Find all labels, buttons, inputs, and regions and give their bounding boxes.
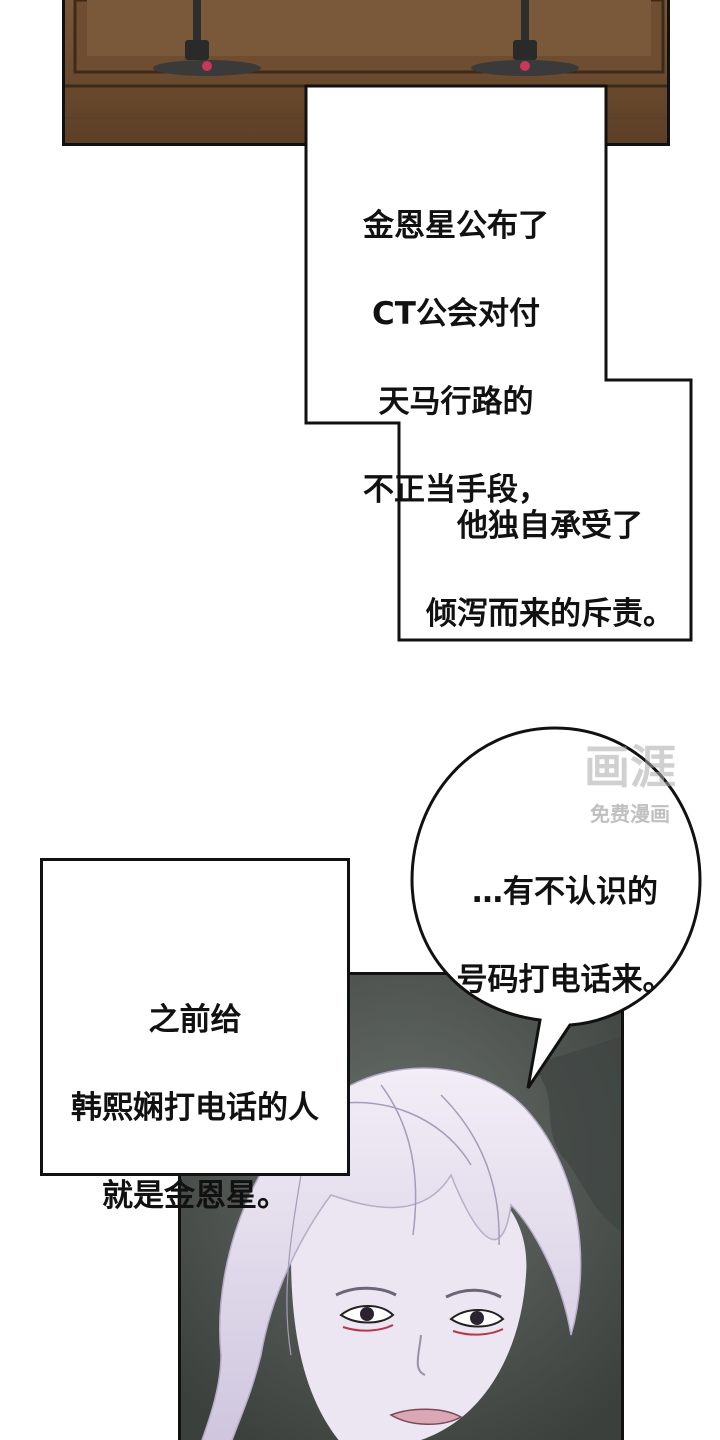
speech-bubble-line-1: …有不认识的	[472, 874, 658, 911]
caption-1-line-2: CT公会对付	[372, 296, 540, 333]
watermark-logo: 画涯	[584, 740, 676, 794]
mouth	[389, 1408, 463, 1425]
mic-stand-left	[153, 0, 261, 76]
caption-2-line-2: 倾泻而来的斥责。	[426, 596, 674, 633]
right-eye	[449, 1309, 505, 1336]
watermark-subtitle: 免费漫画	[590, 802, 670, 826]
watermark: 画涯 免费漫画	[560, 744, 700, 827]
caption-2-line-1: 他独自承受了	[457, 508, 643, 545]
speech-bubble-line-2: 号码打电话来。	[456, 962, 674, 999]
caption-3-line-2: 韩熙娴打电话的人	[71, 1090, 319, 1127]
caption-2: 他独自承受了 倾泻而来的斥责。	[410, 460, 690, 680]
mic-stand-right	[471, 0, 579, 76]
caption-1-line-3: 天马行路的	[378, 384, 534, 421]
left-eye	[339, 1305, 395, 1332]
caption-1-line-1: 金恩星公布了	[363, 208, 549, 245]
caption-1-line-4: 不正当手段，	[363, 472, 549, 509]
caption-3-line-1: 之前给	[148, 1002, 242, 1039]
caption-box-3	[40, 858, 350, 1176]
caption-box-frame-1	[304, 84, 693, 642]
caption-3-line-3: 就是金恩星。	[102, 1178, 288, 1215]
caption-1: 金恩星公布了 CT公会对付 天马行路的 不正当手段，	[306, 160, 606, 556]
speech-bubble-shape	[410, 726, 702, 1089]
caption-3: 之前给 韩熙娴打电话的人 就是金恩星。	[40, 954, 350, 1262]
speech-bubble: …有不认识的 号码打电话来。	[420, 826, 710, 1046]
